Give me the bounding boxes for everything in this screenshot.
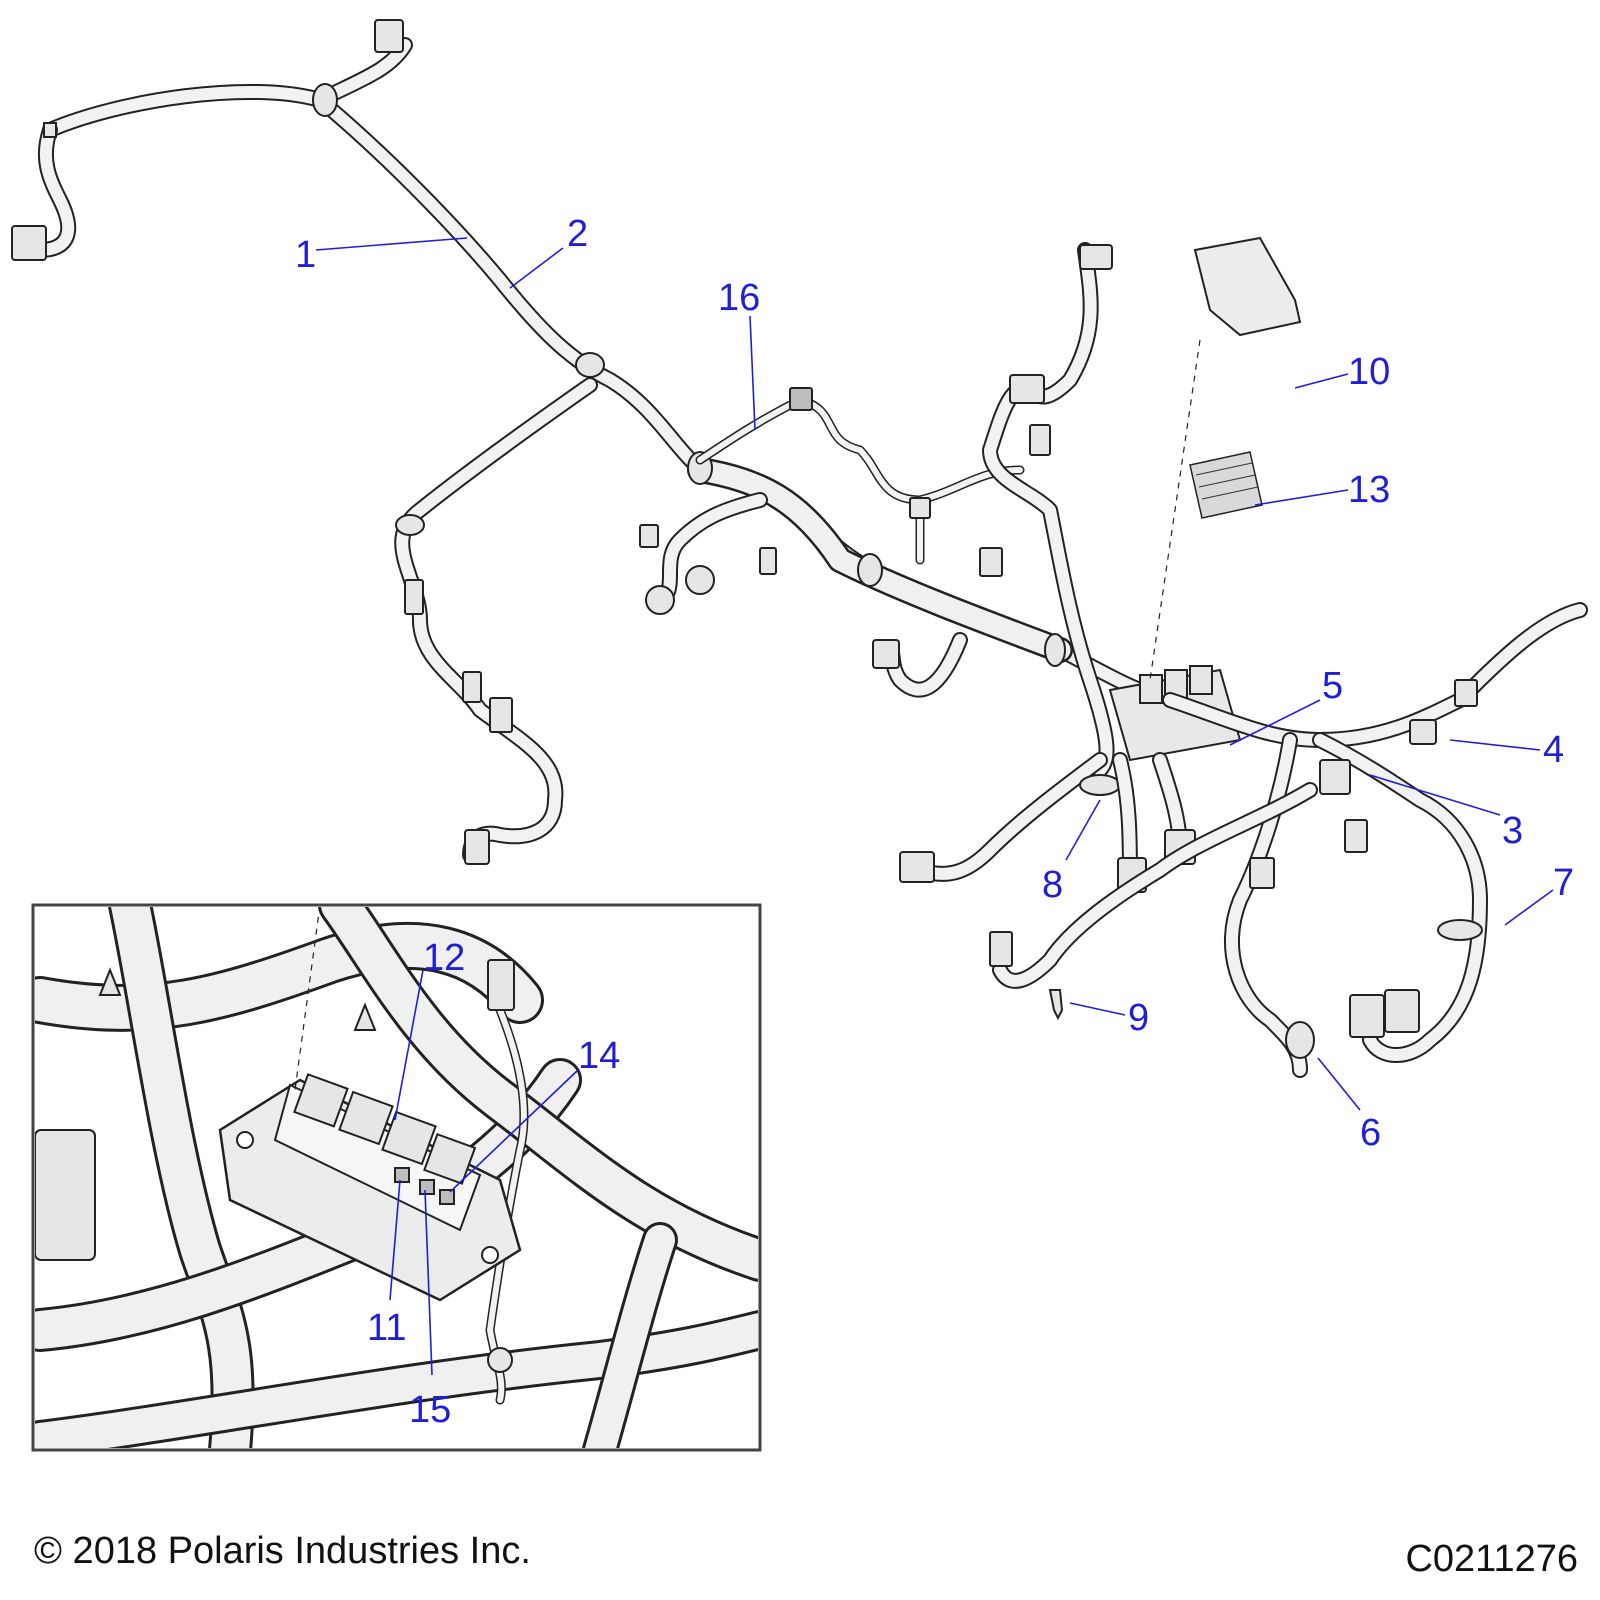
inset-relay-2	[338, 1090, 394, 1146]
leader-1	[315, 237, 468, 251]
tie-8	[1079, 774, 1121, 796]
callout-7: 7	[1553, 862, 1574, 904]
clip-trunk	[857, 553, 883, 587]
leader-8	[1065, 799, 1101, 861]
connector-upper-2	[1079, 244, 1113, 270]
callout-3: 3	[1502, 810, 1523, 852]
clip-mid	[575, 352, 605, 378]
connector-7b	[1384, 989, 1420, 1033]
connector-7a	[1349, 994, 1385, 1038]
callout-4: 4	[1543, 729, 1564, 771]
callout-8: 8	[1042, 864, 1063, 906]
leader-11b	[389, 1179, 401, 1301]
connector-4	[1409, 719, 1437, 745]
connector-top	[374, 19, 404, 53]
inset-stud-left	[98, 967, 122, 996]
fuse-label-decal	[1189, 451, 1263, 519]
leader-6	[1317, 1057, 1361, 1111]
leader-5	[1229, 699, 1321, 746]
callout-6: 6	[1360, 1112, 1381, 1154]
inset-relay-4	[423, 1132, 477, 1185]
connector-ll-4	[464, 829, 490, 865]
inset-detail	[31, 903, 762, 1452]
callout-2: 2	[567, 213, 588, 255]
callout-9: 9	[1128, 997, 1149, 1039]
leader-4	[1449, 739, 1541, 751]
connector-upper-1	[1009, 374, 1045, 404]
callout-labels: 1 2 3 4 5 6 7 8 9 10 11 12 13 14 15 16	[295, 213, 1574, 1431]
relay-a	[1139, 674, 1163, 704]
inset-relay-block	[218, 1073, 522, 1302]
clip-right	[1044, 633, 1066, 667]
connector-3	[1319, 759, 1351, 795]
connector-upper-3	[1029, 424, 1051, 456]
connector-8	[899, 851, 935, 883]
inset-fuse-14	[439, 1189, 455, 1205]
relay-box	[1108, 665, 1242, 762]
leader-9	[1069, 1002, 1126, 1016]
callout-16: 16	[718, 277, 760, 319]
leader-10	[1294, 373, 1349, 389]
connector-16	[789, 387, 813, 411]
inset-relay-1	[293, 1073, 349, 1128]
callout-14: 14	[578, 1035, 620, 1077]
clip-upper	[312, 83, 338, 117]
main-harness-illustration	[11, 19, 1588, 1078]
inset-stud-mid	[353, 1002, 377, 1031]
inset-connector-top	[487, 959, 515, 1011]
leader-3	[1369, 774, 1501, 816]
connector-6a	[1249, 857, 1275, 889]
sensor-round-1	[645, 585, 675, 615]
leader-7	[1504, 889, 1554, 926]
connector-9-side	[989, 931, 1013, 967]
leader-16	[749, 315, 756, 431]
connector-small-a	[759, 547, 777, 575]
inset-fuse-15	[419, 1179, 435, 1195]
clip-left	[43, 122, 57, 138]
inset-left-part	[35, 1129, 96, 1261]
connector-left	[11, 225, 47, 261]
callout-1: 1	[295, 234, 316, 276]
fastener-9	[1048, 989, 1064, 1021]
figure-id: C0211276	[1405, 1538, 1578, 1580]
connector-ll-3	[489, 697, 513, 733]
connector-r-top	[1454, 679, 1478, 707]
fuse-box-cover	[1193, 236, 1302, 337]
connector-r-mid	[1344, 819, 1368, 853]
callout-5: 5	[1322, 665, 1343, 707]
callout-10: 10	[1348, 351, 1390, 393]
inset-fuse-11	[394, 1167, 410, 1183]
connector-small-b	[639, 524, 659, 548]
callout-11: 11	[367, 1307, 406, 1349]
tie-7	[1437, 919, 1483, 941]
callout-13: 13	[1348, 469, 1390, 511]
connector-upper-4	[979, 547, 1003, 577]
connector-ll-1	[404, 579, 424, 615]
relay-c	[1189, 665, 1213, 695]
leader-13	[1254, 489, 1349, 506]
tie-6	[1285, 1021, 1315, 1059]
leader-14	[449, 1069, 579, 1193]
leader-2	[509, 247, 564, 289]
connector-drop-2	[872, 639, 900, 669]
callout-15: 15	[409, 1389, 451, 1431]
inset-ring-terminal	[487, 1347, 513, 1373]
sensor-round-2	[685, 565, 715, 595]
leader-lines	[315, 237, 1554, 1376]
connector-ll-2	[462, 671, 482, 703]
callout-12: 12	[423, 937, 465, 979]
leader-12	[394, 969, 424, 1121]
copyright-notice: © 2018 Polaris Industries Inc.	[34, 1530, 531, 1572]
inset-relay-3	[381, 1110, 437, 1166]
connector-drop	[909, 497, 931, 519]
clip-ll	[395, 514, 425, 536]
leader-15	[424, 1189, 433, 1376]
